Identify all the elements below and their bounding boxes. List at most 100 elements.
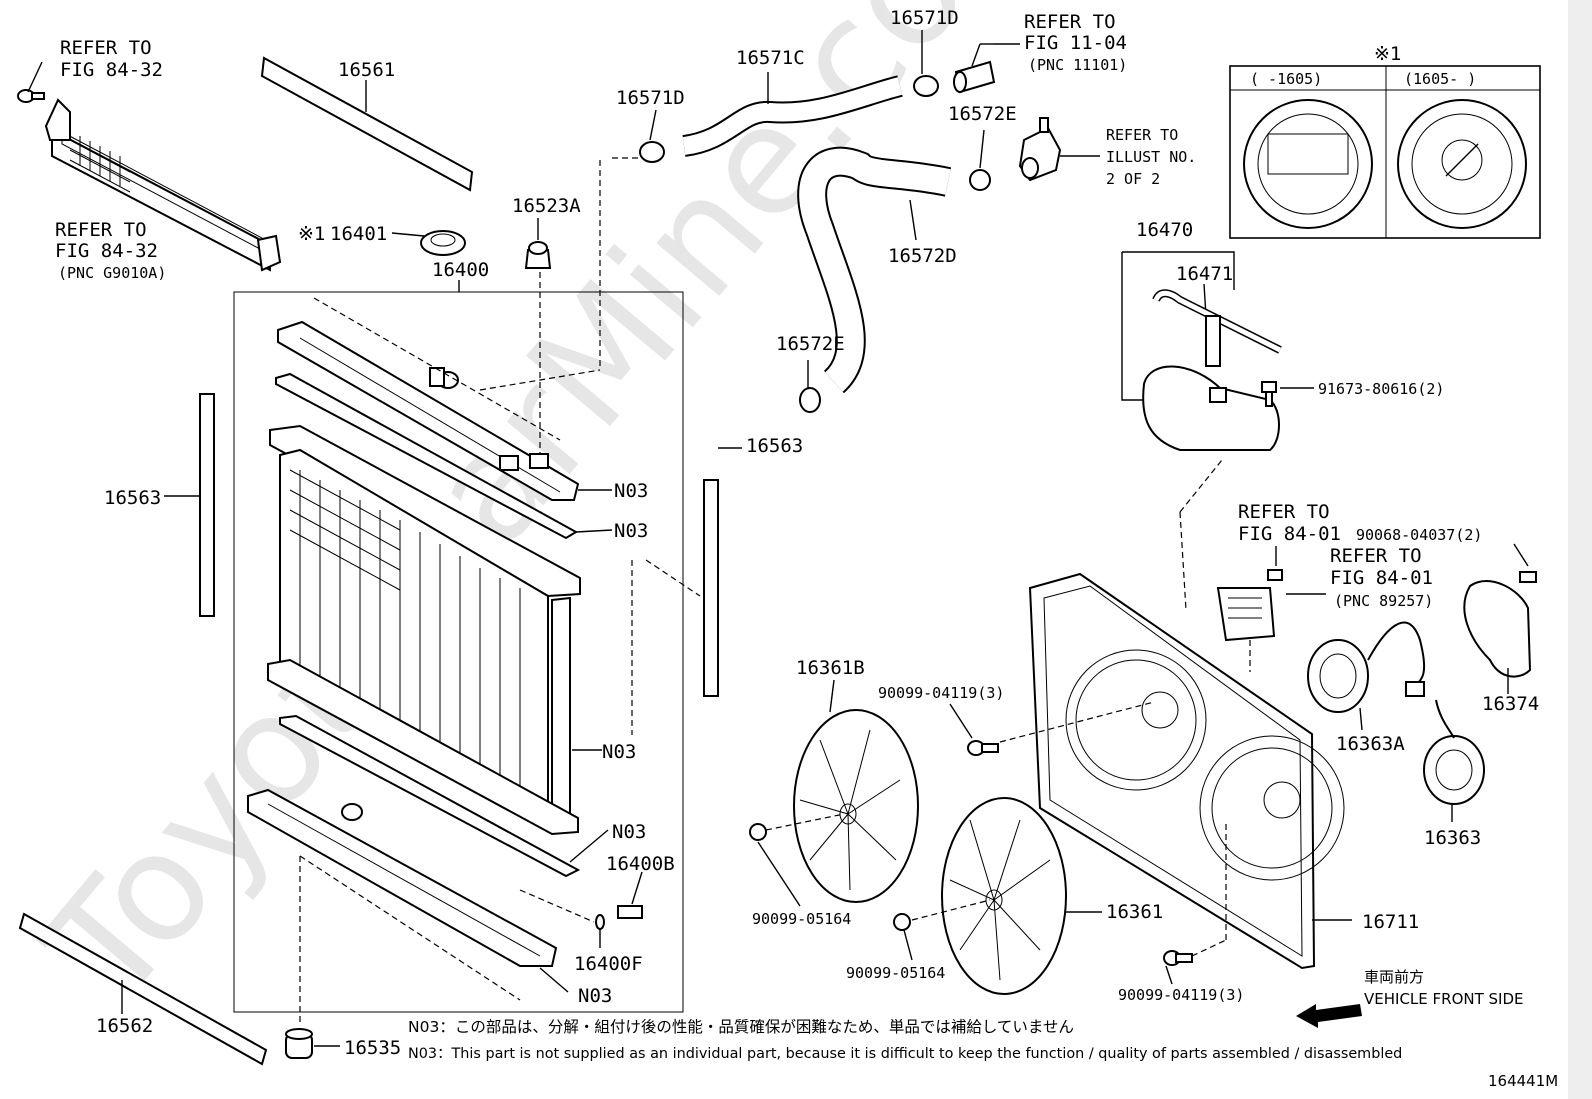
right-margin-band [1568, 0, 1592, 1099]
fan-bracket [1463, 580, 1532, 678]
label-91673: 91673-80616(2) [1318, 380, 1444, 398]
label-90099-04119-b: 90099-04119(3) [1118, 986, 1244, 1004]
refer-fig8401a-line1: REFER TO [1238, 501, 1330, 523]
label-n03-2: N03 [614, 520, 648, 542]
fan-shroud [1028, 572, 1345, 970]
upper-tank [277, 320, 580, 501]
upper-seal-strip [260, 56, 474, 192]
cap-variant-inset [1229, 65, 1541, 239]
refer-illust-line3: 2 OF 2 [1106, 170, 1160, 188]
refer-fig8401b-line1: REFER TO [1330, 545, 1422, 567]
grommet [285, 1028, 313, 1059]
label-16361: 16361 [1106, 901, 1163, 923]
lower-tank [247, 788, 558, 967]
refer-fig8432-top-line2: FIG 84-32 [60, 59, 163, 81]
refer-fig8401b-line2: FIG 84-01 [1330, 567, 1433, 589]
label-n03-4: N03 [612, 821, 646, 843]
hose-clamp [639, 141, 665, 163]
hose-clamp [799, 387, 821, 413]
drain-plug [524, 241, 552, 269]
direction-en: VEHICLE FRONT SIDE [1364, 990, 1524, 1008]
inset-left-header: ( -1605) [1250, 70, 1322, 88]
inset-right-header: (1605- ) [1404, 70, 1476, 88]
label-90099-05164-b: 90099-05164 [846, 964, 945, 982]
label-16571D-left: 16571D [616, 87, 685, 109]
label-n03-1: N03 [614, 480, 648, 502]
refer-fig8432-bot-line3: (PNC G9010A) [58, 264, 166, 282]
label-90068: 90068-04037(2) [1356, 526, 1482, 544]
bolt-icon [967, 740, 999, 756]
label-16563-right: 16563 [746, 435, 803, 457]
side-seal-left [199, 393, 215, 617]
label-16572E-top: 16572E [948, 103, 1017, 125]
label-16523A: 16523A [512, 195, 581, 217]
label-16562: 16562 [96, 1015, 153, 1037]
label-16470: 16470 [1136, 219, 1193, 241]
refer-fig8432-bot-line1: REFER TO [55, 219, 147, 241]
refer-fig1104-line3: (PNC 11101) [1028, 56, 1127, 74]
water-outlet [1018, 117, 1062, 182]
lower-gasket [279, 714, 581, 878]
label-16711: 16711 [1362, 911, 1419, 933]
label-16401-mark: ※1 [298, 223, 325, 245]
refer-fig8401b-line3: (PNC 89257) [1334, 592, 1433, 610]
fan-16361 [941, 797, 1067, 995]
label-16401: 16401 [330, 223, 387, 245]
fan-motor-a [1307, 621, 1426, 713]
nut-icon [749, 823, 767, 841]
pipe-stub [953, 60, 996, 94]
label-16400: 16400 [432, 259, 489, 281]
label-90099-05164-a: 90099-05164 [752, 910, 851, 928]
bolt-icon [17, 89, 45, 103]
refer-fig8401a-line2: FIG 84-01 [1238, 523, 1341, 545]
refer-fig1104-line1: REFER TO [1024, 11, 1116, 33]
fan-motor-b [1423, 699, 1485, 805]
nut-icon [893, 913, 911, 931]
label-n03-3: N03 [602, 741, 636, 763]
label-16363: 16363 [1424, 827, 1481, 849]
side-seal-right [703, 479, 719, 697]
fan-resistor [1216, 587, 1276, 642]
radiator-core [267, 424, 581, 836]
diagram-code: 164441M [1488, 1072, 1558, 1090]
label-n03-5: N03 [578, 985, 612, 1007]
label-16535: 16535 [344, 1037, 401, 1059]
refer-illust-line2: ILLUST NO. [1106, 148, 1196, 166]
oil-cooler [44, 98, 282, 272]
label-16400B: 16400B [606, 853, 675, 875]
refer-fig8432-bot-line2: FIG 84-32 [55, 240, 158, 262]
hose-clamp [969, 169, 991, 191]
inset-mark: ※1 [1374, 43, 1401, 65]
lower-seal-strip [18, 912, 268, 1066]
label-16374: 16374 [1482, 693, 1539, 715]
refer-fig1104-line2: FIG 11-04 [1024, 32, 1127, 54]
label-16363A: 16363A [1336, 733, 1405, 755]
label-16561: 16561 [338, 59, 395, 81]
direction-jp: 車両前方 [1364, 968, 1424, 986]
bolt-icon [1261, 381, 1277, 407]
drain-cock [595, 905, 643, 930]
note-jp: N03：この部品は、分解・組付け後の性能・品質確保が困難なため、単品では補給して… [408, 1018, 1074, 1036]
label-16400F: 16400F [574, 953, 643, 975]
refer-fig8432-top-line1: REFER TO [60, 37, 152, 59]
label-16572D: 16572D [888, 245, 957, 267]
front-arrow-icon [1296, 1004, 1362, 1028]
note-en: N03：This part is not supplied as an indi… [408, 1046, 1402, 1062]
label-16361B: 16361B [796, 657, 865, 679]
radiator-cap [420, 230, 466, 256]
bolt-icon [1163, 950, 1193, 966]
label-16571D-top: 16571D [890, 7, 959, 29]
hose-clamp [913, 75, 939, 97]
label-90099-04119-a: 90099-04119(3) [878, 684, 1004, 702]
bolt-icon [1267, 569, 1283, 581]
label-16563-left: 16563 [104, 487, 161, 509]
label-16571C: 16571C [736, 47, 805, 69]
label-16572E-mid: 16572E [776, 333, 845, 355]
reservoir-tank [1142, 289, 1282, 451]
label-16471: 16471 [1176, 263, 1233, 285]
refer-illust-line1: REFER TO [1106, 126, 1178, 144]
watermark-text: ToyotaCarMine.com [14, 0, 1095, 1034]
fan-16361B [793, 709, 919, 903]
